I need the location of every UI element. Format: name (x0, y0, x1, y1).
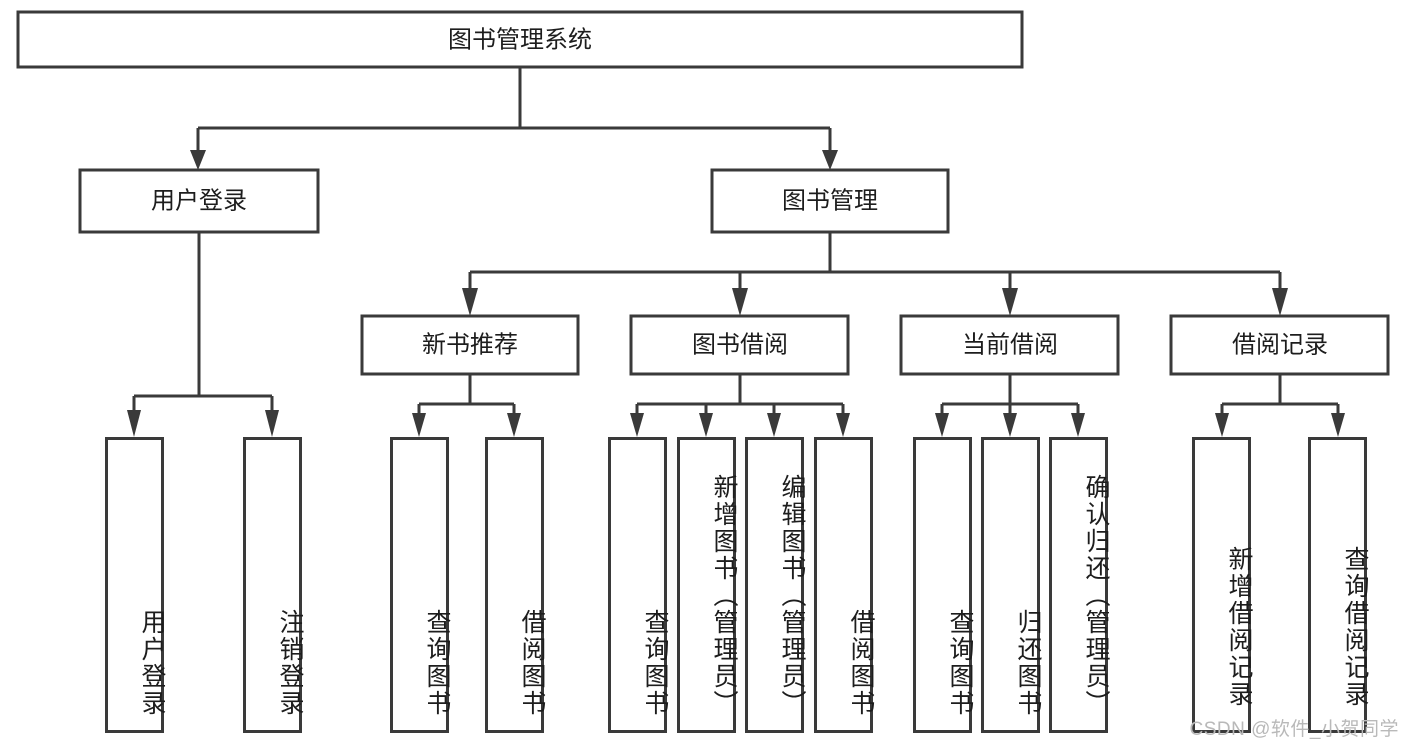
node-new-book-rec[interactable]: 新书推荐 (360, 314, 580, 376)
node-user-login[interactable]: 用户登录 (78, 168, 320, 234)
connector-bookborrow-to-leaves (630, 374, 850, 437)
node-leaf-query-book-1[interactable] (390, 437, 449, 733)
node-leaf-edit-book[interactable] (745, 437, 804, 733)
node-leaf-return-book[interactable] (981, 437, 1040, 733)
node-leaf-query-book-2[interactable] (608, 437, 667, 733)
connector-userlogin-to-leaves (127, 232, 279, 437)
connector-currentborrow-to-leaves (935, 374, 1085, 437)
node-current-borrow-label: 当前借阅 (962, 331, 1058, 358)
node-new-book-rec-label: 新书推荐 (422, 331, 518, 358)
node-root[interactable]: 图书管理系统 (16, 10, 1024, 69)
connector-bookmanage-to-level3 (462, 232, 1288, 316)
node-leaf-add-book[interactable] (677, 437, 736, 733)
node-leaf-logout[interactable] (243, 437, 302, 733)
node-borrow-record[interactable]: 借阅记录 (1169, 314, 1390, 376)
node-leaf-borrow-book-1[interactable] (485, 437, 544, 733)
node-leaf-confirm-return[interactable] (1049, 437, 1108, 733)
node-leaf-add-record[interactable] (1192, 437, 1251, 733)
node-leaf-user-login[interactable] (105, 437, 164, 733)
connector-root-to-level2 (190, 67, 838, 170)
node-user-login-label: 用户登录 (151, 187, 247, 214)
node-leaf-borrow-book-2[interactable] (814, 437, 873, 733)
node-borrow-record-label: 借阅记录 (1232, 331, 1328, 358)
node-leaf-query-book-3[interactable] (913, 437, 972, 733)
node-book-manage-label: 图书管理 (782, 187, 878, 214)
node-leaf-query-record[interactable] (1308, 437, 1367, 733)
connector-newbook-to-leaves (412, 374, 521, 437)
csdn-watermark: CSDN @软件_小贺同学 (1189, 719, 1399, 740)
node-root-label: 图书管理系统 (448, 26, 592, 53)
connector-borrowrecord-to-leaves (1215, 374, 1345, 437)
node-current-borrow[interactable]: 当前借阅 (899, 314, 1120, 376)
node-book-manage[interactable]: 图书管理 (710, 168, 950, 234)
node-book-borrow[interactable]: 图书借阅 (629, 314, 850, 376)
node-book-borrow-label: 图书借阅 (692, 331, 788, 358)
